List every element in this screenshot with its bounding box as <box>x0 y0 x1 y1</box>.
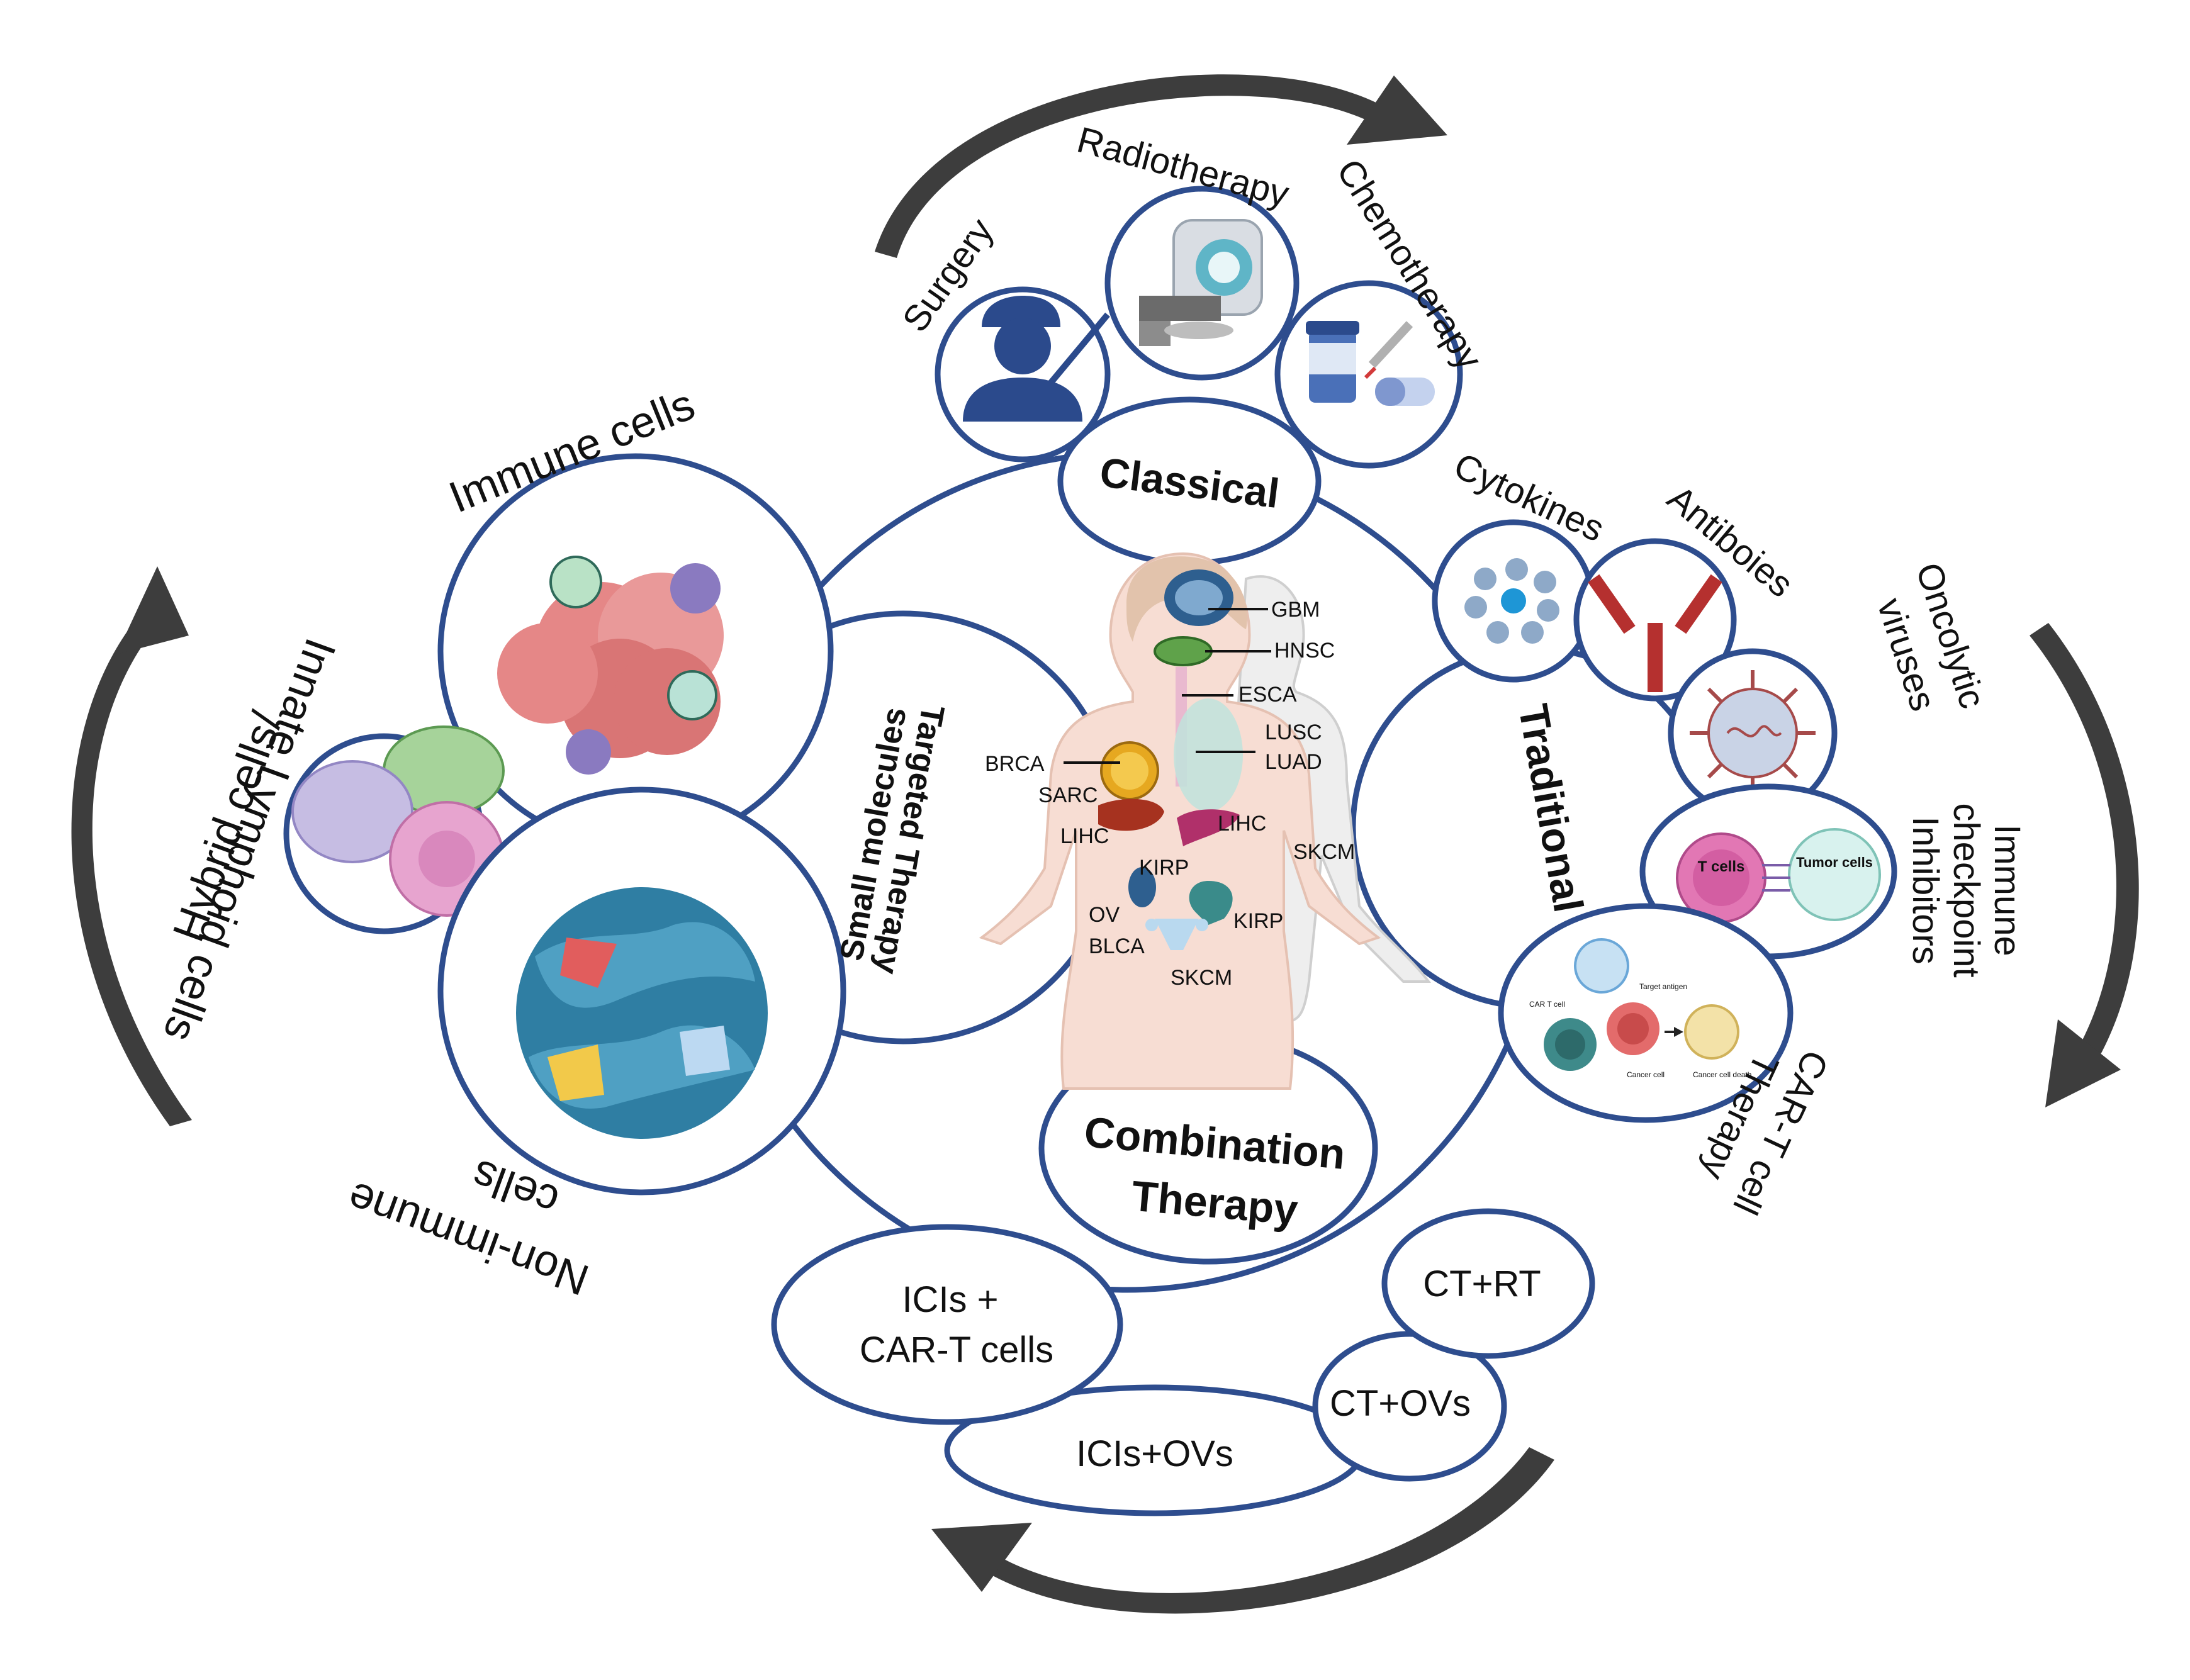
icis-car-t-label-line2: CAR-T cells <box>860 1330 1053 1370</box>
tumor-cells-label: Tumor cells <box>1796 854 1873 870</box>
icis-car-t-ellipse <box>771 1224 1123 1425</box>
organ-label: HNSC <box>1274 639 1335 663</box>
icis-car-t-label-line1: ICIs + <box>902 1279 998 1320</box>
t-cells-label: T cells <box>1698 858 1745 875</box>
checkpoint-label: checkpoint <box>1946 803 1987 977</box>
curved-arrow-bottom <box>931 1447 1554 1614</box>
non-immune-cells-icon <box>516 887 768 1139</box>
car-t-illustration: CAR T cell Target antigen Cancer cell Ca… <box>1529 938 1751 1079</box>
curved-arrow-left <box>71 566 192 1126</box>
organ-label: GBM <box>1271 598 1320 622</box>
immune-cells-cluster-icon <box>497 556 724 775</box>
organ-label: KIRP <box>1233 909 1283 933</box>
radiotherapy-machine-icon <box>1139 219 1263 346</box>
organ-label: ESCA <box>1238 683 1297 707</box>
surgeon-icon <box>963 296 1110 422</box>
organ-label: LUSC <box>1265 720 1322 744</box>
antibody-icon <box>1588 574 1722 692</box>
ct-ovs-label: CT+OVs <box>1330 1383 1471 1424</box>
organ-label: SKCM <box>1293 840 1355 864</box>
organ-label: SARC <box>1038 783 1098 807</box>
curved-arrow-right <box>2030 623 2139 1107</box>
icis-ovs-label: ICIs+OVs <box>1076 1433 1233 1474</box>
cancer-cell-death-caption: Cancer cell death <box>1693 1070 1751 1079</box>
inhibitors-label: Inhibitors <box>1905 816 1946 964</box>
organ-leader-lines <box>1064 608 1271 764</box>
human-body-illustration <box>979 552 1432 1090</box>
organ-label: LUAD <box>1265 750 1322 774</box>
ct-rt-ellipse <box>1381 1208 1595 1359</box>
car-t-cell-caption: CAR T cell <box>1529 1000 1565 1009</box>
organ-label: LIHC <box>1060 824 1109 848</box>
organ-label: BRCA <box>985 752 1045 776</box>
ct-rt-label: CT+RT <box>1423 1263 1541 1304</box>
cancer-cell-caption: Cancer cell <box>1627 1070 1665 1079</box>
organ-label: OV <box>1089 903 1120 927</box>
organ-label: KIRP <box>1139 856 1189 880</box>
chemotherapy-pill-icon <box>1306 321 1435 406</box>
immune-label: Immune <box>1987 824 2028 956</box>
organ-labels: GBM HNSC ESCA LUSC LUAD BRCA SARC LIHC L… <box>985 598 1355 990</box>
cytokines-icon <box>1464 558 1559 644</box>
antibodies-circle <box>1573 538 1737 702</box>
organ-label: LIHC <box>1218 812 1266 836</box>
curved-arrow-top <box>875 74 1447 258</box>
organ-label: BLCA <box>1089 934 1145 958</box>
t-cell-tumor-cell-icon: T cells Tumor cells <box>1676 828 1881 923</box>
target-antigen-caption: Target antigen <box>1639 982 1687 991</box>
organ-label: SKCM <box>1171 966 1232 990</box>
virus-icon <box>1690 670 1816 796</box>
